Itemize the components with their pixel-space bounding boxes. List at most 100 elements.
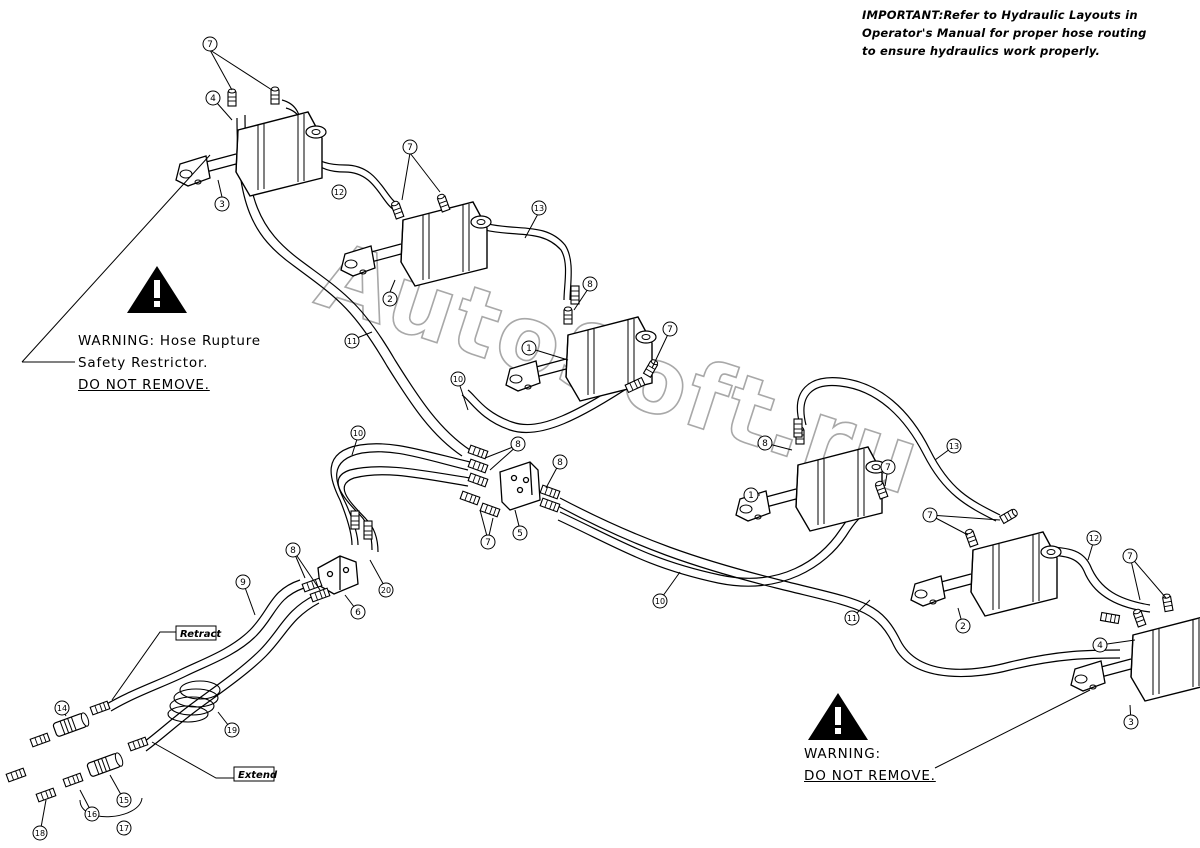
callout-13: 13 bbox=[531, 200, 547, 216]
callout-3: 3 bbox=[214, 196, 230, 212]
callout-number: 8 bbox=[290, 546, 296, 556]
important-note: IMPORTANT:Refer to Hydraulic Layouts in … bbox=[862, 6, 1192, 60]
callout-number: 8 bbox=[762, 439, 768, 449]
callout-number: 4 bbox=[1097, 641, 1103, 651]
callout-15: 15 bbox=[116, 792, 132, 808]
couplers bbox=[5, 711, 125, 803]
valve-block-6 bbox=[317, 555, 359, 595]
callout-7: 7 bbox=[1122, 548, 1138, 564]
callout-10: 10 bbox=[652, 593, 668, 609]
callout-19: 19 bbox=[224, 722, 240, 738]
callout-number: 14 bbox=[57, 704, 67, 713]
callout-number: 8 bbox=[557, 458, 563, 468]
callout-12: 12 bbox=[1086, 530, 1102, 546]
callout-number: 7 bbox=[927, 511, 933, 521]
callout-20: 20 bbox=[378, 582, 394, 598]
warning-left-line-3: DO NOT REMOVE. bbox=[78, 377, 210, 393]
callout-number: 20 bbox=[381, 586, 391, 595]
callout-number: 7 bbox=[667, 325, 673, 335]
callout-number: 4 bbox=[210, 94, 216, 104]
callout-number: 8 bbox=[515, 440, 521, 450]
warning-right-line-1: WARNING: bbox=[804, 746, 881, 762]
extend-label: Extend bbox=[238, 770, 278, 781]
callout-number: 13 bbox=[534, 204, 544, 213]
callout-4: 4 bbox=[1092, 637, 1108, 653]
warning-right-line-2: DO NOT REMOVE. bbox=[804, 768, 936, 784]
callout-10: 10 bbox=[450, 371, 466, 387]
callout-2: 2 bbox=[382, 291, 398, 307]
callout-3: 3 bbox=[1123, 714, 1139, 730]
callout-8: 8 bbox=[757, 435, 773, 451]
callout-11: 11 bbox=[344, 333, 360, 349]
callout-11: 11 bbox=[844, 610, 860, 626]
callout-7: 7 bbox=[662, 321, 678, 337]
callout-1: 1 bbox=[521, 340, 537, 356]
warning-triangle-icon bbox=[127, 266, 187, 313]
callout-8: 8 bbox=[552, 454, 568, 470]
callout-number: 11 bbox=[347, 337, 357, 346]
coupler-14 bbox=[51, 711, 91, 738]
cylinder-2-right bbox=[910, 531, 1062, 617]
callout-number: 8 bbox=[587, 280, 593, 290]
callout-number: 7 bbox=[1127, 552, 1133, 562]
retract-tag: Retract bbox=[111, 625, 222, 701]
callout-number: 18 bbox=[35, 829, 45, 838]
callout-number: 19 bbox=[227, 726, 237, 735]
callout-7: 7 bbox=[922, 507, 938, 523]
callout-number: 7 bbox=[207, 40, 213, 50]
callout-number: 9 bbox=[240, 578, 246, 588]
callout-6: 6 bbox=[350, 604, 366, 620]
callout-17: 17 bbox=[116, 820, 132, 836]
warning-left: WARNING: Hose Rupture Safety Restrictor.… bbox=[78, 330, 261, 396]
callout-8: 8 bbox=[582, 276, 598, 292]
callout-10: 10 bbox=[350, 425, 366, 441]
callout-7: 7 bbox=[202, 36, 218, 52]
callout-number: 7 bbox=[885, 463, 891, 473]
callout-number: 3 bbox=[219, 200, 225, 210]
callout-number: 17 bbox=[119, 824, 129, 833]
callout-7: 7 bbox=[480, 534, 496, 550]
callout-13: 13 bbox=[946, 438, 962, 454]
callout-number: 10 bbox=[655, 597, 665, 606]
callout-number: 6 bbox=[355, 608, 361, 618]
note-line-2: Operator's Manual for proper hose routin… bbox=[862, 26, 1147, 40]
callout-number: 10 bbox=[453, 375, 463, 384]
callout-number: 2 bbox=[387, 295, 393, 305]
coupler-15 bbox=[85, 751, 125, 778]
callout-number: 10 bbox=[353, 429, 363, 438]
note-line-1: IMPORTANT:Refer to Hydraulic Layouts in bbox=[862, 8, 1138, 22]
callout-16: 16 bbox=[84, 806, 100, 822]
callout-number: 1 bbox=[748, 491, 754, 501]
callout-8: 8 bbox=[285, 542, 301, 558]
callout-1: 1 bbox=[743, 487, 759, 503]
callout-number: 12 bbox=[1089, 534, 1099, 543]
callout-number: 5 bbox=[517, 529, 523, 539]
warning-left-line-2: Safety Restrictor. bbox=[78, 355, 209, 371]
callout-number: 3 bbox=[1128, 718, 1134, 728]
callout-number: 2 bbox=[960, 622, 966, 632]
valve-blocks bbox=[317, 461, 541, 595]
warning-triangle-icon bbox=[808, 693, 868, 740]
warning-right: WARNING: DO NOT REMOVE. bbox=[804, 743, 936, 787]
callout-2: 2 bbox=[955, 618, 971, 634]
hose-wrap bbox=[167, 680, 221, 723]
callout-number: 11 bbox=[847, 614, 857, 623]
callout-7: 7 bbox=[880, 459, 896, 475]
note-line-3: to ensure hydraulics work properly. bbox=[862, 44, 1101, 58]
callout-bubbles: 1122334456777777788888910101011111212131… bbox=[32, 36, 1139, 841]
callout-number: 12 bbox=[334, 188, 344, 197]
callout-number: 16 bbox=[87, 810, 97, 819]
callout-8: 8 bbox=[510, 436, 526, 452]
callout-number: 13 bbox=[949, 442, 959, 451]
callout-number: 15 bbox=[119, 796, 129, 805]
callout-14: 14 bbox=[54, 700, 70, 716]
extend-tag: Extend bbox=[151, 741, 278, 782]
callout-number: 1 bbox=[526, 344, 532, 354]
retract-label: Retract bbox=[180, 629, 222, 640]
callout-18: 18 bbox=[32, 825, 48, 841]
cylinder-top-left bbox=[175, 111, 327, 197]
callout-number: 7 bbox=[485, 538, 491, 548]
bracket-17 bbox=[79, 797, 143, 818]
valve-block-5 bbox=[499, 461, 541, 511]
